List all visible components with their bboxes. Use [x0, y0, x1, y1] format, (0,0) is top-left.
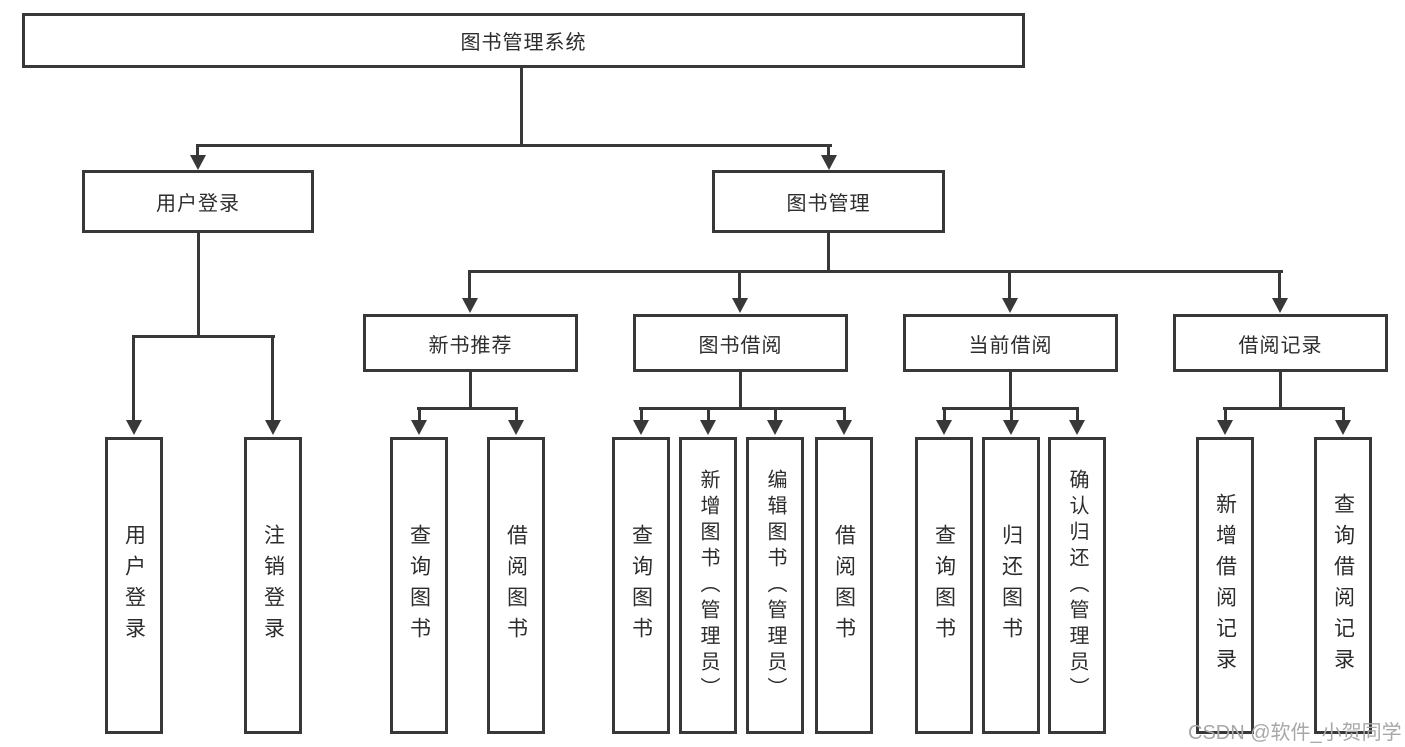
arrow-down-icon [1003, 420, 1019, 435]
arrow-down-icon [1217, 420, 1233, 435]
arrow-down-icon [1002, 298, 1018, 313]
node-label: 新书推荐 [428, 334, 513, 357]
arrow-down-icon [265, 420, 281, 435]
arrow-down-icon [126, 420, 142, 435]
node-label: 图书管理系统 [460, 32, 587, 54]
node-label: 查询图书 [629, 523, 653, 648]
leaf-add-borrow-record: 新增借阅记录 [1196, 437, 1254, 734]
leaf-query-borrow-record: 查询借阅记录 [1314, 437, 1372, 734]
leaf-borrow-books: 借阅图书 [815, 437, 873, 734]
node-label: 查询图书 [932, 523, 956, 648]
node-label: 借阅图书 [504, 523, 528, 648]
leaf-borrow-books-recommend: 借阅图书 [487, 437, 545, 734]
arrow-down-icon [836, 420, 852, 435]
arrow-down-icon [462, 298, 478, 313]
csdn-watermark: CSDN @软件_小贺同学 [1188, 722, 1402, 744]
leaf-add-books-admin: 新增图书（管理员） [679, 437, 737, 734]
node-book-borrowing: 图书借阅 [633, 314, 848, 372]
leaf-query-books-borrowing: 查询图书 [612, 437, 670, 734]
leaf-user-login: 用户登录 [105, 437, 163, 734]
node-label: 用户登录 [122, 523, 146, 648]
node-label: 借阅图书 [832, 523, 856, 648]
node-current-borrowing: 当前借阅 [903, 314, 1118, 372]
leaf-logout: 注销登录 [244, 437, 302, 734]
node-label: 注销登录 [261, 523, 285, 648]
leaf-edit-books-admin: 编辑图书（管理员） [746, 437, 804, 734]
node-root-library-system: 图书管理系统 [22, 13, 1025, 68]
arrow-down-icon [1272, 298, 1288, 313]
node-label: 借阅记录 [1238, 334, 1323, 357]
node-label: 新增借阅记录 [1213, 492, 1237, 679]
arrow-down-icon [767, 420, 783, 435]
node-book-management: 图书管理 [712, 170, 945, 233]
node-label: 归还图书 [999, 523, 1023, 648]
node-label: 图书借阅 [698, 334, 783, 357]
node-borrowing-records: 借阅记录 [1173, 314, 1388, 372]
node-label: 确认归还（管理员） [1066, 468, 1088, 703]
arrow-down-icon [1335, 420, 1351, 435]
arrow-down-icon [1069, 420, 1085, 435]
arrow-down-icon [411, 420, 427, 435]
node-label: 查询借阅记录 [1331, 492, 1355, 679]
arrow-down-icon [633, 420, 649, 435]
arrow-down-icon [508, 420, 524, 435]
node-user-login: 用户登录 [82, 170, 314, 233]
node-new-book-recommend: 新书推荐 [363, 314, 578, 372]
node-label: 新增图书（管理员） [697, 468, 719, 703]
leaf-query-books-current: 查询图书 [915, 437, 973, 734]
arrow-down-icon [732, 298, 748, 313]
node-label: 查询图书 [407, 523, 431, 648]
leaf-confirm-return-admin: 确认归还（管理员） [1048, 437, 1106, 734]
node-label: 编辑图书（管理员） [764, 468, 786, 703]
leaf-query-books-recommend: 查询图书 [390, 437, 448, 734]
node-label: 用户登录 [156, 193, 240, 215]
node-label: 图书管理 [786, 193, 871, 215]
arrow-down-icon [936, 420, 952, 435]
node-label: 当前借阅 [968, 334, 1053, 357]
leaf-return-books: 归还图书 [982, 437, 1040, 734]
arrow-down-icon [700, 420, 716, 435]
arrow-down-icon [190, 155, 206, 170]
arrow-down-icon [821, 155, 837, 170]
